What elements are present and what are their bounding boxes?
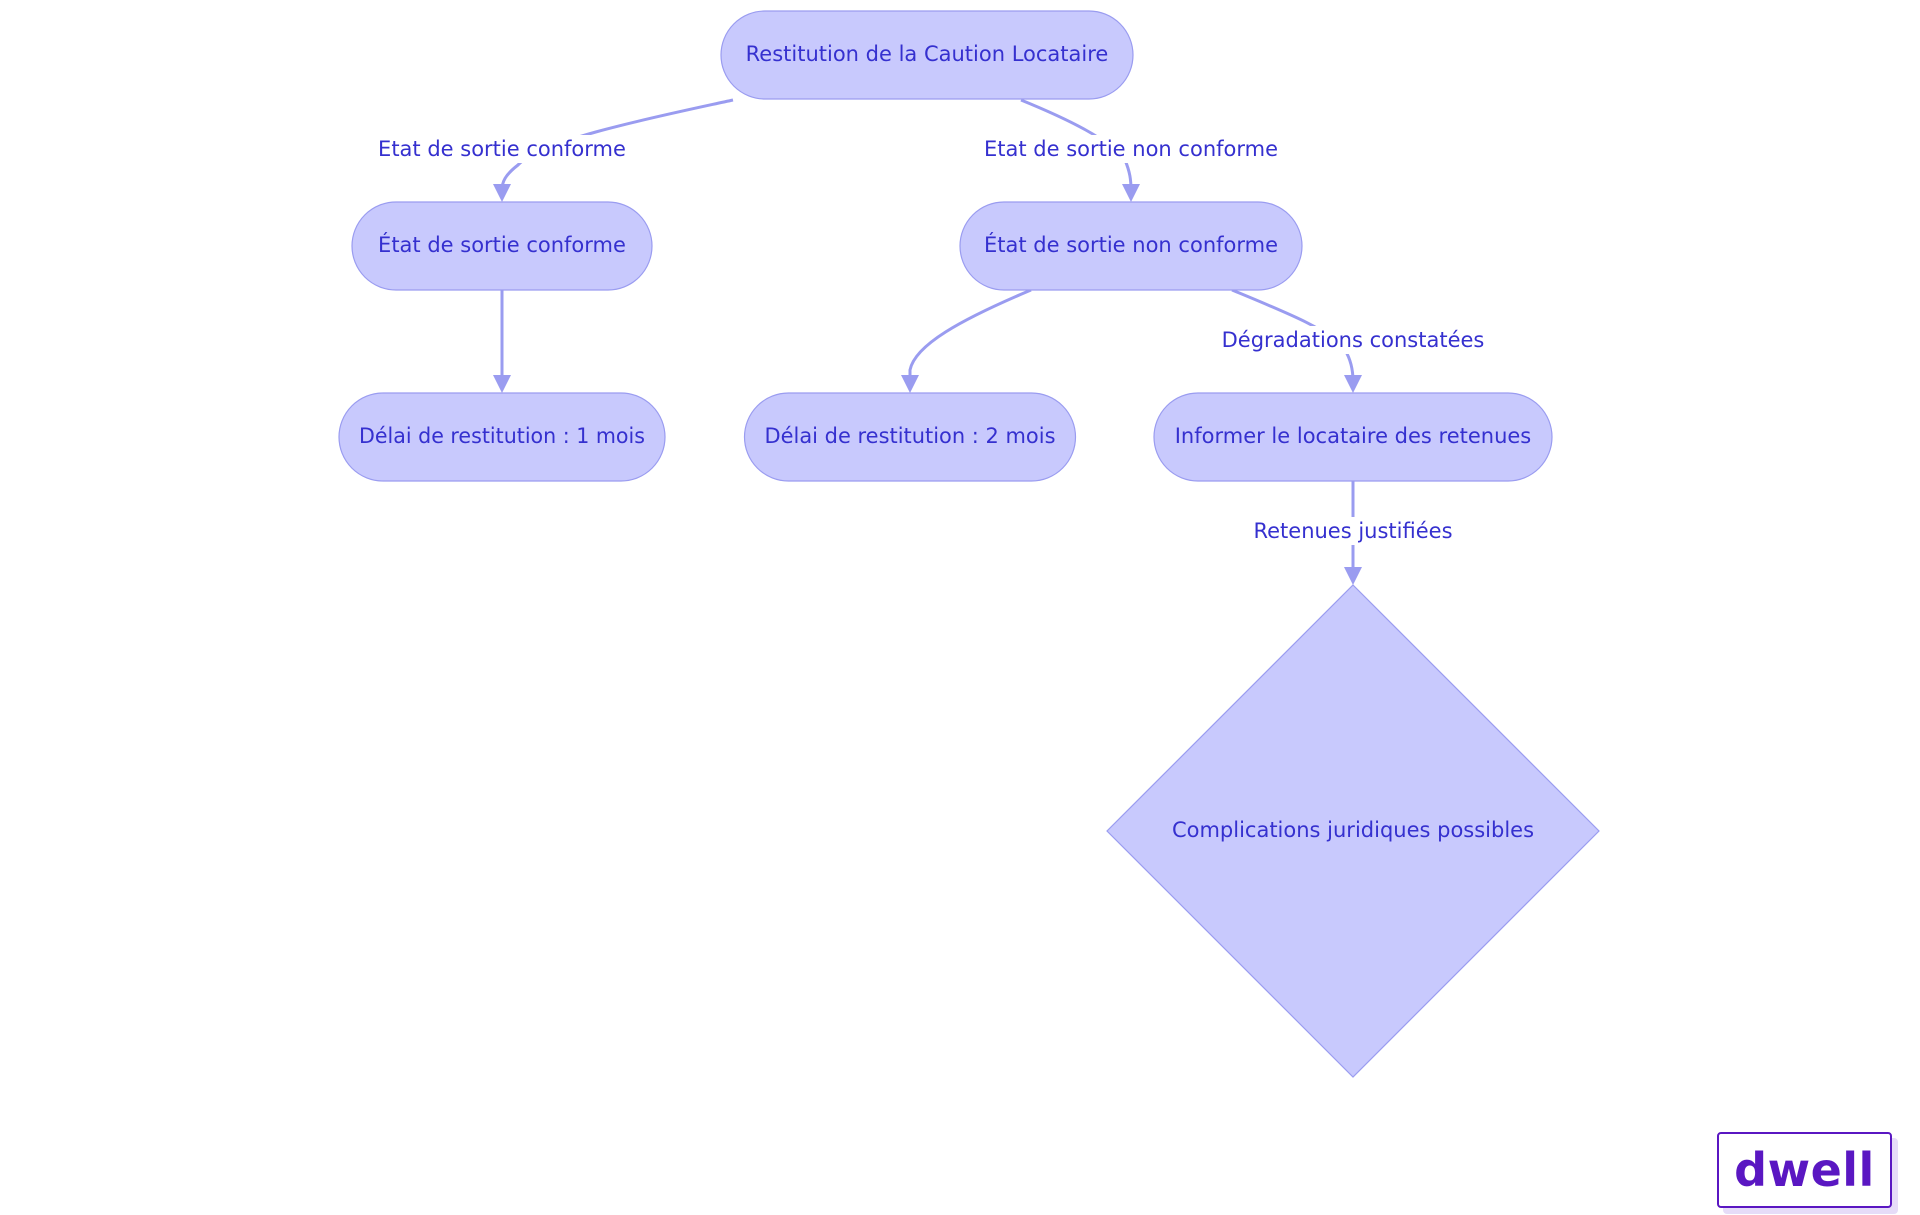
edge-label-text: Retenues justifiées [1253, 519, 1452, 543]
arrowhead [901, 375, 919, 393]
edge-label-text: Etat de sortie non conforme [984, 137, 1278, 161]
edge-non_conforme-to-delai_2 [901, 288, 1032, 393]
edge-line [908, 288, 1032, 381]
dwell-logo: dwell [1717, 1132, 1892, 1208]
node-label: Complications juridiques possibles [1172, 818, 1534, 842]
rounded-shape [743, 392, 1077, 482]
node-non-conforme: État de sortie non conforme [959, 201, 1303, 291]
edge-label-non_conforme-to-informer: Dégradations constatées [1217, 326, 1489, 354]
nodes-layer: Restitution de la Caution LocataireÉtat … [338, 10, 1600, 1078]
node-delai-1: Délai de restitution : 1 mois [338, 392, 666, 482]
edge-label-background [1249, 517, 1457, 545]
edge-labels-layer: Etat de sortie conforme Etat de sortie no… [374, 135, 1489, 545]
node-complications: Complications juridiques possibles [1106, 584, 1600, 1078]
edge-conforme-to-delai_1 [493, 290, 511, 393]
rounded-shape [338, 392, 666, 482]
node-informer: Informer le locataire des retenues [1153, 392, 1553, 482]
rounded-shape [1153, 392, 1553, 482]
edge-label-background [374, 135, 630, 163]
edge-label-informer-to-complications: Retenues justifiées [1249, 517, 1457, 545]
arrowhead [1344, 567, 1362, 585]
arrowhead [493, 375, 511, 393]
diamond-shape [1106, 584, 1600, 1078]
node-delai-2: Délai de restitution : 2 mois [743, 392, 1077, 482]
edge-label-background [979, 135, 1283, 163]
rounded-shape [351, 201, 653, 291]
arrowhead [1122, 184, 1140, 202]
logo-text: dwell [1734, 1143, 1875, 1197]
edge-label-restitution-to-non_conforme: Etat de sortie non conforme [979, 135, 1283, 163]
rounded-shape [959, 201, 1303, 291]
node-restitution: Restitution de la Caution Locataire [720, 10, 1134, 100]
arrowhead [1344, 375, 1362, 393]
node-label: Délai de restitution : 1 mois [359, 424, 645, 448]
node-label: Délai de restitution : 2 mois [765, 424, 1056, 448]
arrowhead [493, 184, 511, 202]
node-label: Informer le locataire des retenues [1175, 424, 1532, 448]
edge-label-restitution-to-conforme: Etat de sortie conforme [374, 135, 630, 163]
node-label: Restitution de la Caution Locataire [746, 42, 1109, 66]
node-label: État de sortie non conforme [984, 232, 1278, 257]
node-label: État de sortie conforme [378, 232, 626, 257]
edge-label-text: Etat de sortie conforme [378, 137, 626, 161]
node-conforme: État de sortie conforme [351, 201, 653, 291]
edge-label-background [1217, 326, 1489, 354]
edge-label-text: Dégradations constatées [1222, 328, 1485, 352]
rounded-shape [720, 10, 1134, 100]
